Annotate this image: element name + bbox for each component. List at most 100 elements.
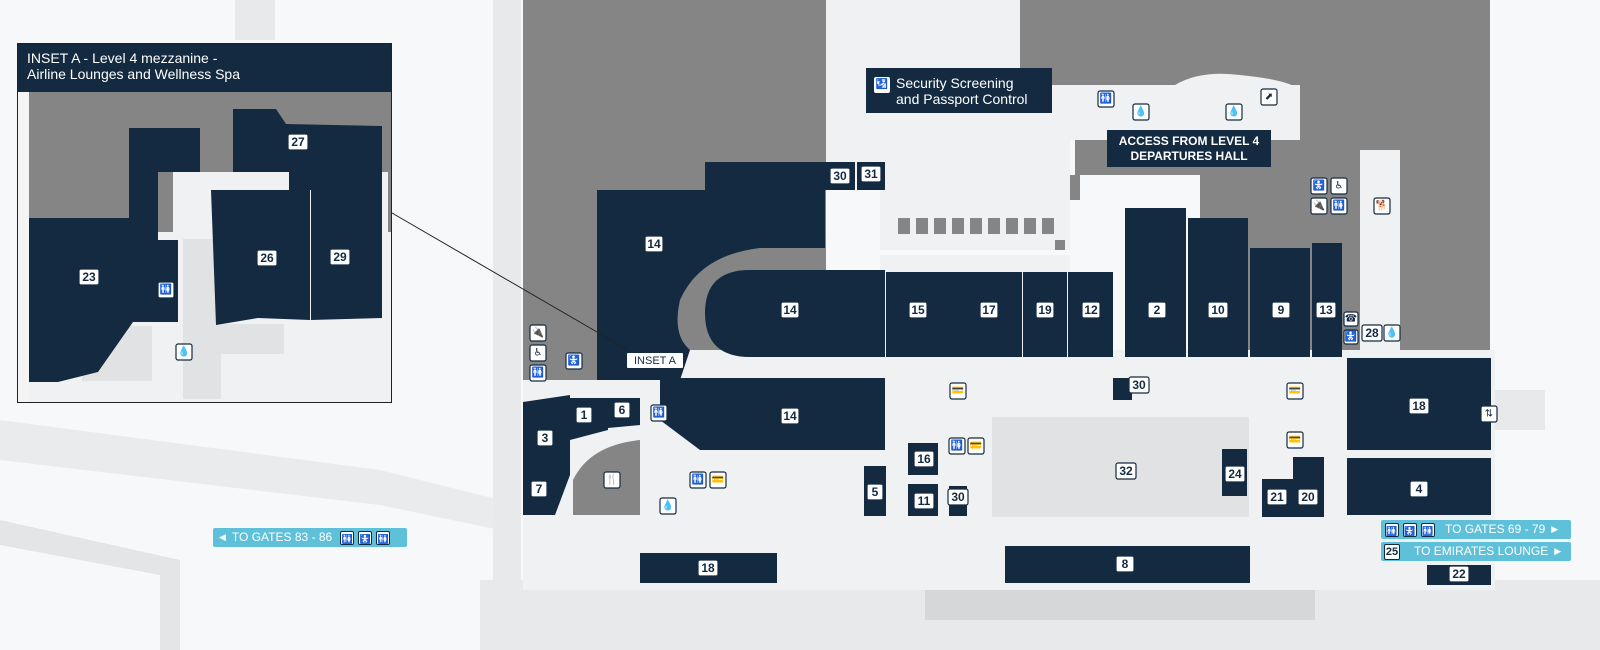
unit-label: 29: [329, 248, 351, 266]
unit-label: 28: [1361, 324, 1383, 342]
svg-text:5: 5: [872, 485, 879, 499]
store-13: [1312, 243, 1342, 357]
unit-label: 1: [575, 406, 593, 424]
svg-text:🔌: 🔌: [1313, 199, 1325, 212]
to-gates-83-86-sign[interactable]: ◀ TO GATES 83 - 86 🚻 🚼 🚻: [213, 528, 407, 547]
svg-text:14: 14: [783, 303, 797, 317]
unit-label: 14: [644, 235, 664, 253]
svg-text:♿: ♿: [534, 348, 543, 359]
svg-text:26: 26: [260, 251, 274, 265]
security-icon: 🛂: [874, 77, 890, 93]
baby-change-icon: 🚼: [565, 352, 583, 370]
water-icon: 💧: [659, 497, 677, 515]
unit-label: 8: [1115, 555, 1135, 573]
to-emirates-lounge-sign[interactable]: 25 TO EMIRATES LOUNGE ▶: [1381, 542, 1571, 561]
power-icon: 🔌: [1310, 197, 1328, 215]
svg-text:💧: 💧: [1135, 105, 1147, 118]
svg-text:11: 11: [918, 494, 931, 508]
svg-text:🍴: 🍴: [606, 473, 618, 486]
svg-text:🔌: 🔌: [532, 326, 544, 339]
svg-text:18: 18: [1412, 399, 1426, 413]
checkpoint-lanes: [898, 218, 1065, 250]
lift-icon: ⇅: [1480, 405, 1498, 423]
svg-text:🚻: 🚻: [692, 473, 704, 486]
store-14: [597, 162, 825, 380]
unit-label: 14: [780, 407, 800, 425]
family-room-icon: 🚼: [358, 530, 373, 545]
restroom-icon: 🚻: [1385, 522, 1399, 537]
svg-text:1: 1: [581, 408, 588, 422]
svg-text:19: 19: [1038, 303, 1052, 317]
svg-text:4: 4: [1416, 482, 1423, 496]
unit-label: 24: [1224, 465, 1246, 483]
unit-label: 30: [1128, 376, 1150, 394]
unit-label: 32: [1115, 462, 1137, 480]
unit-label: 26: [256, 249, 278, 267]
svg-text:♿: ♿: [1335, 181, 1344, 192]
family-room-icon: 🚼: [1403, 522, 1417, 537]
water-icon: 💧: [1132, 103, 1150, 121]
to-gates-69-79-sign[interactable]: 🚻 🚼 🚻 TO GATES 69 - 79 ▶: [1381, 520, 1571, 539]
unit-label: 2: [1147, 301, 1167, 319]
phone-icon: ☎: [1343, 311, 1359, 327]
unit-label: 31: [860, 165, 882, 183]
svg-text:16: 16: [917, 452, 931, 466]
restrooms-icon: 🚻: [1097, 90, 1115, 108]
svg-text:🚻: 🚻: [951, 439, 963, 452]
svg-text:🚻: 🚻: [1333, 199, 1345, 212]
svg-text:7: 7: [536, 482, 543, 496]
svg-text:15: 15: [911, 303, 925, 317]
unit-label: 30: [947, 488, 969, 506]
pet-relief-icon: 🐕: [1373, 197, 1391, 215]
store-20: [1293, 457, 1324, 517]
unit-label: 9: [1271, 301, 1291, 319]
svg-text:🚼: 🚼: [568, 354, 580, 367]
svg-text:32: 32: [1119, 464, 1133, 478]
unit-label: 5: [866, 483, 884, 501]
svg-text:💳: 💳: [1289, 435, 1301, 446]
unit-label: 17: [979, 301, 999, 319]
restrooms-icon: 🚻: [1330, 197, 1348, 215]
atm-icon: 💳: [709, 471, 727, 489]
svg-text:13: 13: [1319, 303, 1333, 317]
svg-text:6: 6: [619, 403, 626, 417]
inset-a-tag[interactable]: INSET A: [626, 352, 684, 369]
svg-text:🚻: 🚻: [1100, 92, 1112, 105]
road: [925, 585, 1315, 620]
escalator-icon: ⬈: [1260, 88, 1278, 106]
water-icon: 💧: [175, 343, 193, 361]
svg-text:30: 30: [833, 169, 847, 183]
arrow-left-icon: ◀: [219, 532, 226, 542]
unit-label: 12: [1081, 301, 1101, 319]
unit-label: 4: [1409, 480, 1429, 498]
dining-icon: 🍴: [603, 471, 621, 489]
svg-text:⬈: ⬈: [1265, 92, 1273, 103]
store-14: [660, 378, 885, 450]
walkway: [826, 0, 1300, 250]
svg-text:14: 14: [783, 409, 797, 423]
atm-icon: 💳: [1286, 431, 1304, 449]
water-icon: 💧: [1225, 103, 1243, 121]
emirates-lounge-number: 25: [1384, 543, 1400, 560]
unit-label: 13: [1315, 301, 1337, 319]
svg-text:30: 30: [1132, 378, 1146, 392]
svg-text:💧: 💧: [1386, 326, 1398, 339]
svg-text:💳: 💳: [970, 441, 982, 452]
restroom-icon: 🚻: [340, 530, 355, 545]
road: [0, 420, 500, 530]
road: [0, 520, 180, 650]
unit-label: 30: [829, 167, 851, 185]
restrooms-icon: 🚻: [157, 281, 175, 299]
unit-label: 10: [1207, 301, 1229, 319]
restrooms-icon: 🚻: [529, 364, 547, 382]
inset-title: INSET A - Level 4 mezzanine - Airline Lo…: [18, 44, 391, 92]
svg-text:💳: 💳: [1289, 386, 1301, 397]
unit-label: 6: [613, 401, 631, 419]
svg-text:💳: 💳: [712, 475, 724, 486]
unit-label: 27: [287, 133, 309, 151]
svg-text:12: 12: [1084, 303, 1098, 317]
svg-text:20: 20: [1301, 490, 1315, 504]
svg-text:28: 28: [1365, 326, 1379, 340]
